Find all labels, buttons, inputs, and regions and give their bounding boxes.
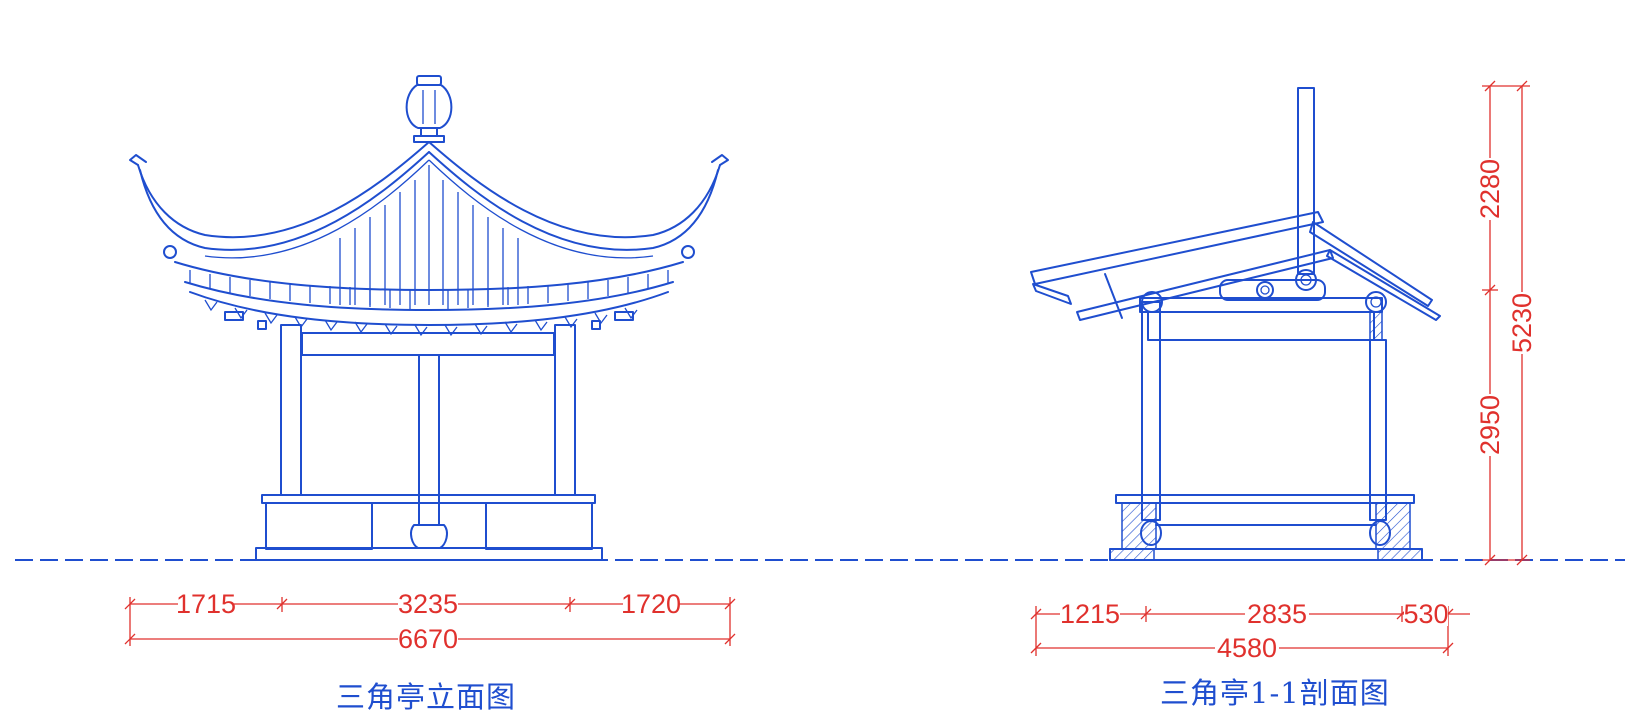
roof-finial [405,75,453,143]
king-post [1297,87,1315,275]
dim-section-total: 4580 [1217,633,1277,663]
elevation-view [129,75,729,561]
dim-section-lower-height: 2950 [1475,395,1505,455]
dim-section-right: 530 [1403,599,1448,629]
dim-section-upper-height: 2280 [1475,159,1505,219]
section-column-right [1369,339,1387,521]
section-title: 三角亭1-1剖面图 [1160,676,1390,710]
section-dimensions: 1215 2835 530 4580 2280 2950 5230 [1030,80,1537,663]
column-left [280,324,302,496]
elevation-dimensions: 1715 3235 1720 6670 [124,589,736,654]
dim-section-left: 1215 [1060,599,1120,629]
dim-elevation-right: 1720 [621,589,681,619]
dim-elevation-total: 6670 [398,624,458,654]
dim-elevation-middle: 3235 [398,589,458,619]
column-center [418,354,440,526]
elevation-roof [129,141,729,337]
elevation-structure [255,324,603,561]
column-right [554,324,576,496]
elevation-title: 三角亭立面图 [336,680,517,714]
section-view [1030,87,1441,561]
dim-section-total-height: 5230 [1507,293,1537,353]
dim-section-middle: 2835 [1247,599,1307,629]
dim-elevation-left: 1715 [176,589,236,619]
section-column-left [1141,301,1161,521]
